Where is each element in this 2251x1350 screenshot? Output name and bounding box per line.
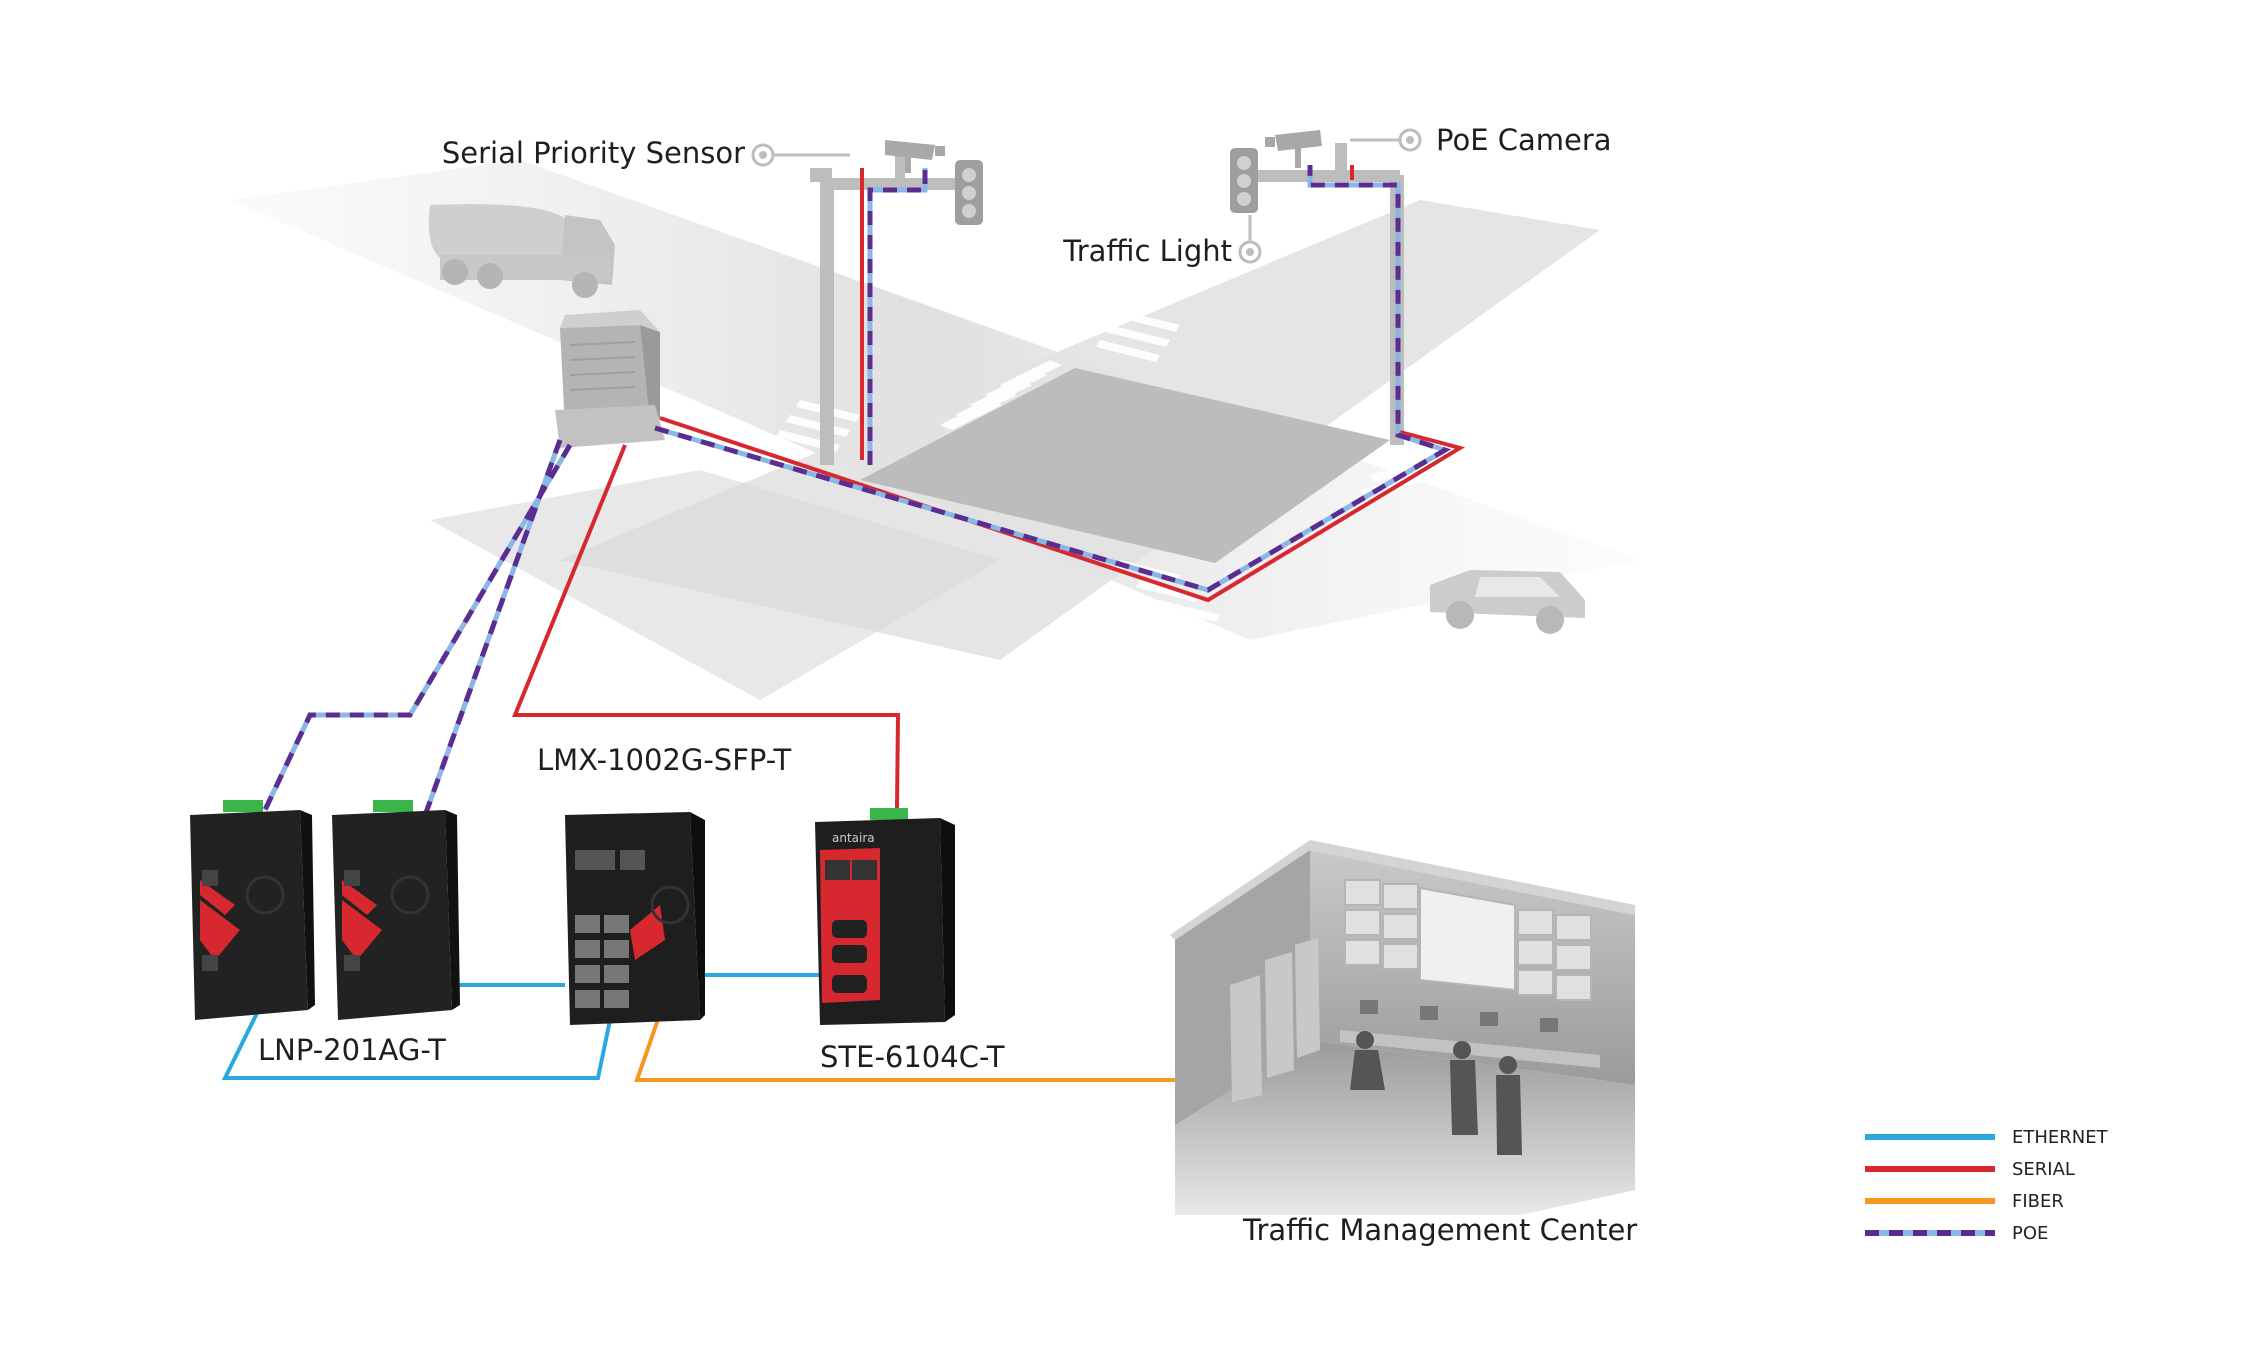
traffic-light-left-icon [955, 160, 983, 225]
brand-logo-text: antaira [832, 831, 875, 845]
ste-server-label: STE-6104C-T [820, 1040, 1005, 1074]
lnp-injector-2 [332, 800, 460, 1020]
left-gantry [810, 150, 970, 465]
video-wall [1344, 879, 1592, 1001]
lnp-injector-label: LNP-201AG-T [258, 1033, 446, 1067]
serial-priority-sensor-label: Serial Priority Sensor [442, 136, 745, 170]
ste-serial-server: antaira [815, 808, 955, 1025]
legend-fiber-label: FIBER [2012, 1191, 2064, 1212]
roadside-cabinet [555, 310, 665, 448]
management-center-label: Traffic Management Center [1242, 1213, 1637, 1247]
ethernet-wiring [221, 973, 820, 1080]
road-cross-lower [430, 470, 1000, 700]
legend-serial-label: SERIAL [2012, 1159, 2075, 1180]
traffic-management-center [1170, 840, 1635, 1215]
legend: ETHERNET SERIAL FIBER POE [1865, 1127, 2109, 1244]
lmx-switch [565, 812, 705, 1025]
traffic-light-icon [1230, 148, 1258, 213]
legend-poe-label: POE [2012, 1223, 2048, 1244]
poe-wiring [262, 165, 1452, 836]
poe-camera-icon [1265, 130, 1322, 168]
legend-ethernet-label: ETHERNET [2012, 1127, 2109, 1148]
callout-markers [751, 128, 1422, 264]
operator-silhouettes [1350, 1031, 1522, 1155]
fiber-wiring [634, 1004, 1175, 1082]
tanker-truck-icon [428, 204, 615, 298]
poe-camera-label: PoE Camera [1436, 123, 1612, 157]
lmx-switch-label: LMX-1002G-SFP-T [537, 743, 792, 777]
camera-left-icon [885, 140, 945, 173]
lnp-injector-1 [190, 800, 315, 1020]
intersection-scene [230, 130, 1640, 700]
suv-icon [1430, 570, 1585, 634]
server-racks [1230, 938, 1320, 1102]
traffic-light-label: Traffic Light [1062, 234, 1232, 268]
intersection-center [860, 368, 1390, 563]
